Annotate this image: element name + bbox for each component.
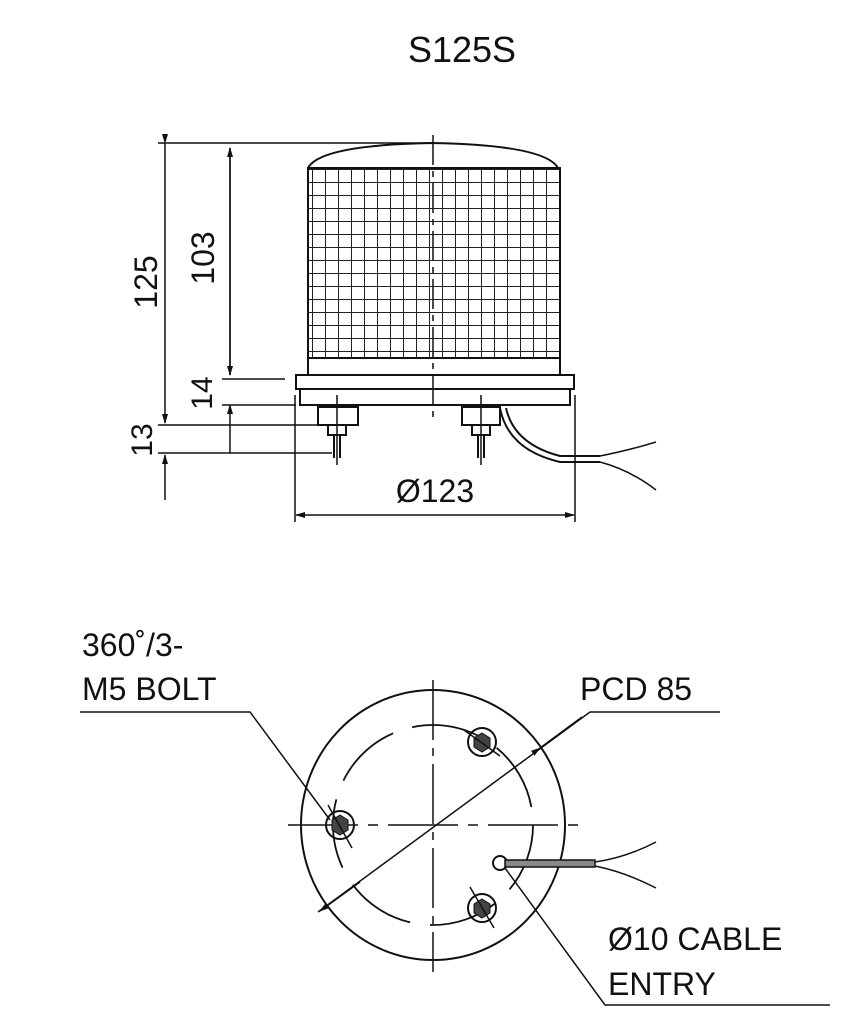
dim-103: 103 [185,231,221,284]
dim-125: 125 [128,255,164,308]
bolt-bottom [467,886,497,929]
dim-14: 14 [186,376,219,409]
stud-right [461,395,501,465]
bolt-top [463,727,501,757]
lens-body [307,167,561,359]
side-view: 125 103 14 13 Ø123 [126,134,657,522]
dim-diameter: Ø123 [396,473,474,509]
bolt-left [325,804,355,849]
base-plate [299,388,571,406]
cable [499,407,657,491]
cable-entry [492,841,657,889]
bottom-view: 360˚/3- M5 BOLT PCD 85 Ø10 CABLE ENTRY [80,627,830,1006]
stud-left [317,395,359,465]
base-flange [295,374,575,390]
cable-label-line2: ENTRY [608,966,716,1002]
bolt-label-line2: M5 BOLT [82,671,217,707]
pcd-label: PCD 85 [580,671,692,707]
dim-13: 13 [126,423,159,456]
cable-label-line1: Ø10 CABLE [608,921,782,957]
bolt-label-line1: 360˚/3- [82,627,183,663]
drawing-title: S125S [408,29,516,70]
